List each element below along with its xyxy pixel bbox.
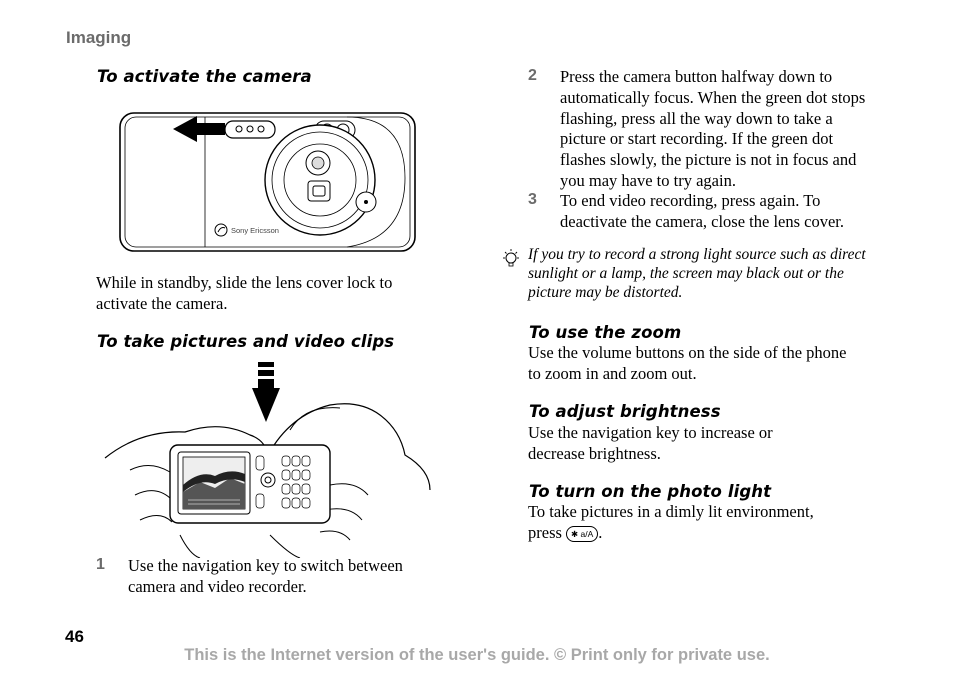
- step-1-number: 1: [96, 556, 105, 573]
- heading-activate-camera: To activate the camera: [97, 67, 312, 86]
- brightness-text: Use the navigation key to increase or de…: [528, 423, 773, 463]
- hands-holding-phone-illustration: [104, 362, 431, 558]
- heading-adjust-brightness: To adjust brightness: [529, 402, 721, 421]
- heading-photo-light: To turn on the photo light: [529, 482, 772, 501]
- heading-use-zoom: To use the zoom: [529, 323, 682, 342]
- lightbulb-tip-icon: [503, 249, 519, 267]
- camera-back-illustration: Sony Ericsson: [119, 112, 416, 252]
- step-3-text: To end video recording, press again. To …: [560, 191, 845, 231]
- step-2-text: Press the camera button halfway down to …: [560, 67, 866, 190]
- section-label: Imaging: [66, 28, 132, 47]
- camera-brand-text: Sony Ericsson: [231, 226, 279, 235]
- tip-text: If you try to record a strong light sour…: [528, 246, 866, 302]
- photo-light-text: To take pictures in a dimly lit environm…: [528, 502, 814, 543]
- page-number: 46: [65, 627, 84, 646]
- step-2-number: 2: [528, 67, 537, 84]
- step-3-number: 3: [528, 191, 537, 208]
- heading-take-pictures: To take pictures and video clips: [97, 332, 395, 351]
- star-key-icon: ✱ a/A: [566, 526, 599, 543]
- activate-instructions: While in standby, slide the lens cover l…: [96, 273, 393, 313]
- zoom-text: Use the volume buttons on the side of th…: [528, 343, 847, 383]
- footer-notice: This is the Internet version of the user…: [184, 646, 770, 664]
- step-1-text: Use the navigation key to switch between…: [128, 556, 403, 596]
